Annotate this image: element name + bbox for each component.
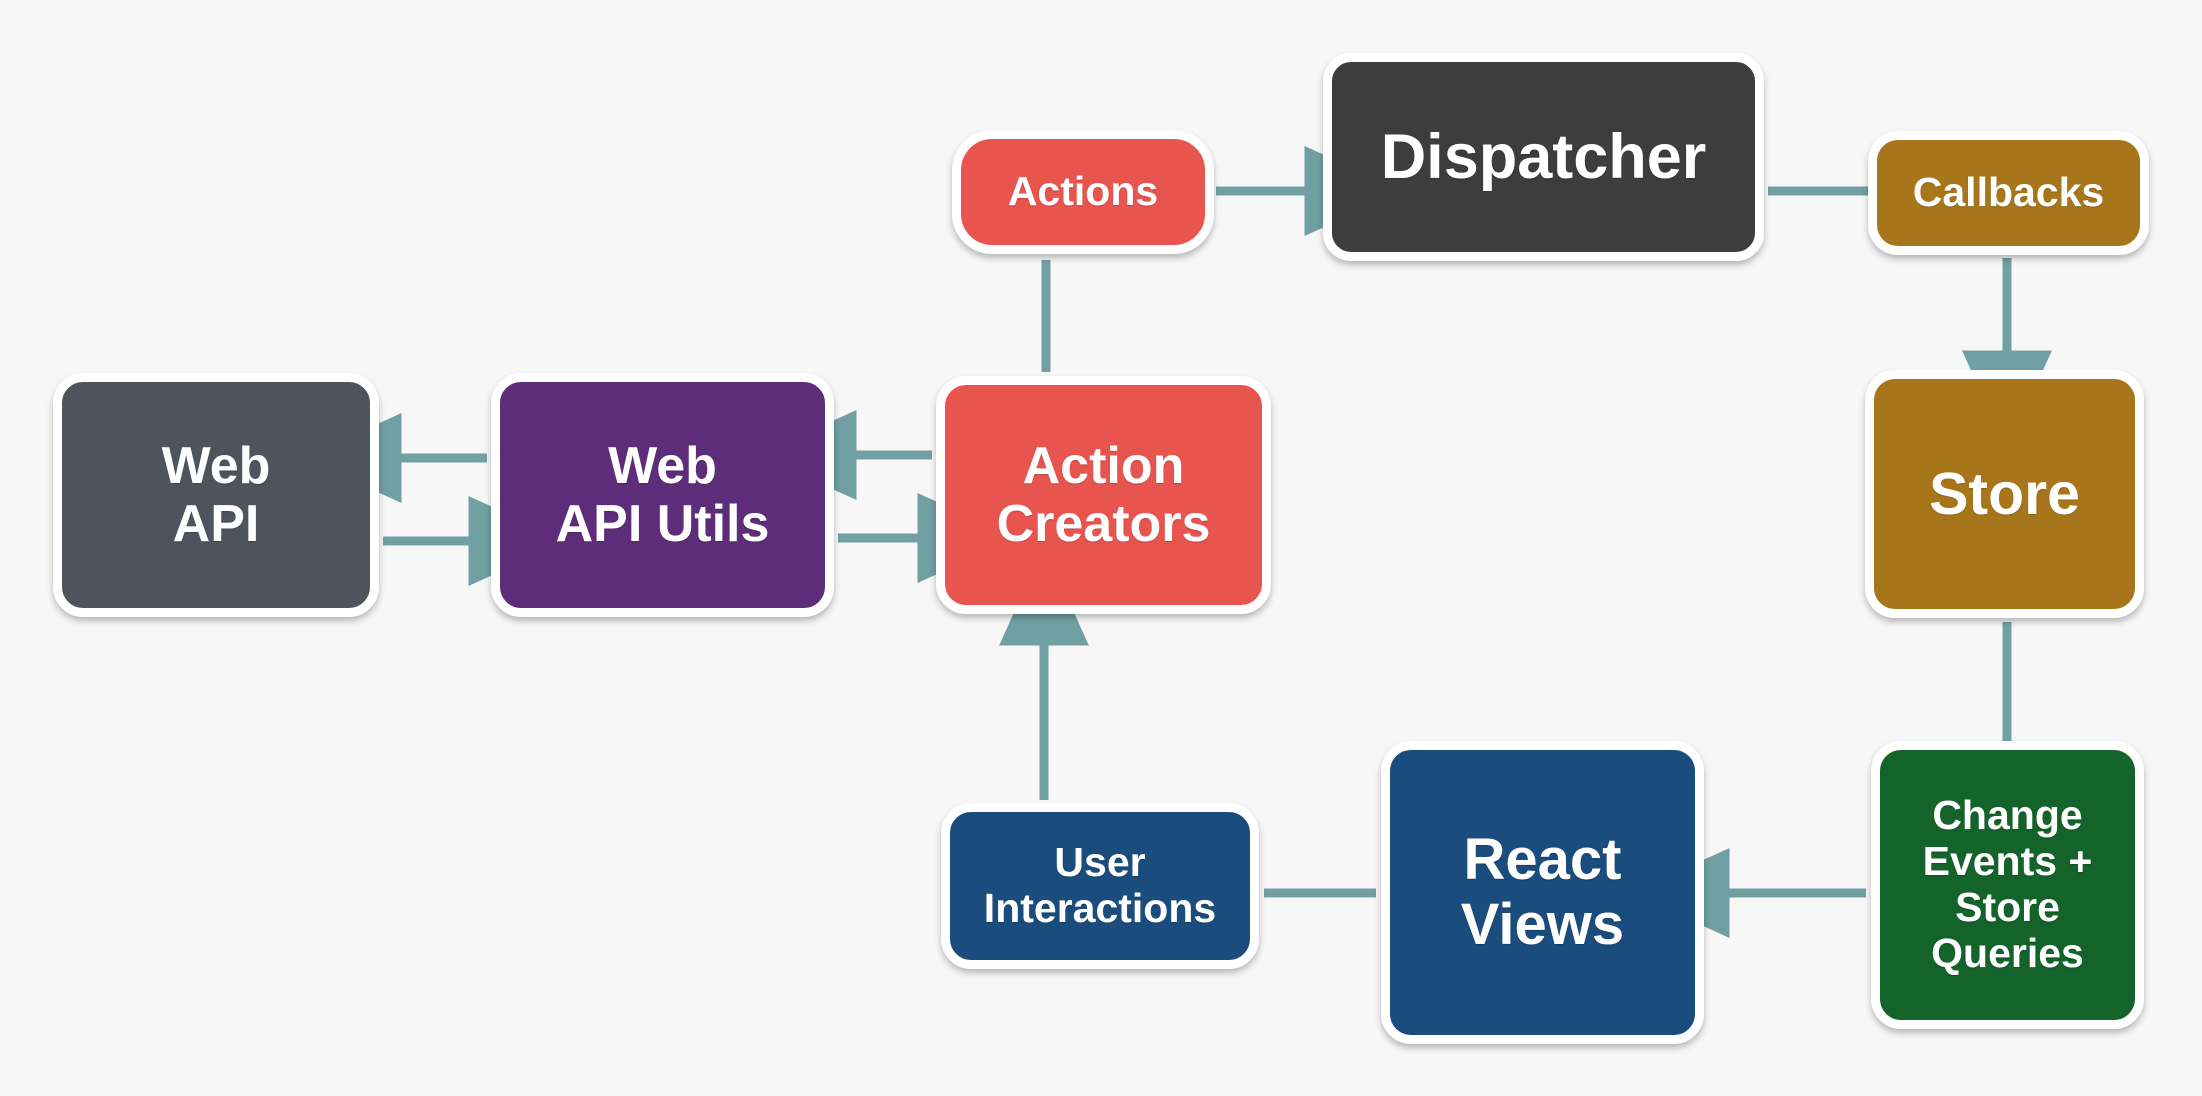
node-web-api-utils-label: Web API Utils — [555, 436, 770, 553]
node-callbacks[interactable]: Callbacks — [1868, 131, 2149, 255]
node-actions-label: Actions — [1007, 168, 1159, 215]
node-action-creators[interactable]: Action Creators — [936, 376, 1271, 614]
node-web-api-label: Web API — [161, 436, 271, 553]
node-change-events-label: Change Events + Store Queries — [1922, 792, 2093, 976]
node-web-api[interactable]: Web API — [53, 373, 379, 617]
node-store-label: Store — [1929, 460, 2080, 527]
node-store[interactable]: Store — [1865, 370, 2144, 618]
node-react-views[interactable]: React Views — [1381, 741, 1704, 1044]
node-callbacks-label: Callbacks — [1912, 169, 2105, 216]
node-user-interactions-label: User Interactions — [983, 839, 1217, 931]
node-web-api-utils[interactable]: Web API Utils — [491, 373, 834, 617]
node-dispatcher[interactable]: Dispatcher — [1323, 53, 1764, 261]
node-actions[interactable]: Actions — [952, 130, 1214, 254]
node-react-views-label: React Views — [1460, 826, 1625, 957]
node-dispatcher-label: Dispatcher — [1380, 121, 1707, 192]
node-action-creators-label: Action Creators — [996, 436, 1211, 553]
node-change-events-store-queries[interactable]: Change Events + Store Queries — [1871, 741, 2144, 1029]
node-user-interactions[interactable]: User Interactions — [941, 803, 1259, 969]
